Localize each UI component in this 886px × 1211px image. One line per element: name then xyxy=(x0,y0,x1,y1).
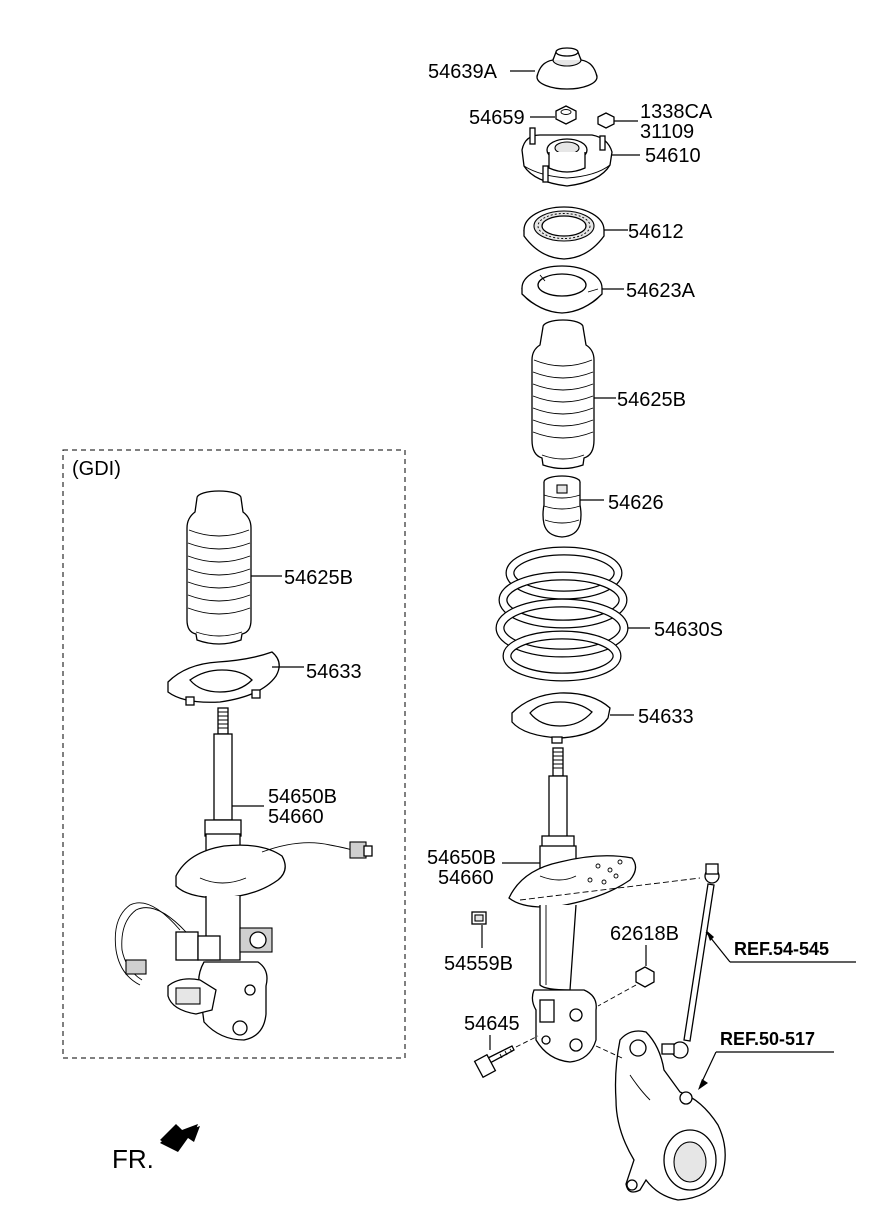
front-label: FR. xyxy=(112,1144,154,1174)
part-54625B-dust-cover xyxy=(531,319,595,470)
part-54623A-insulator xyxy=(521,265,603,314)
label-54626: 54626 xyxy=(608,492,664,514)
label-54630S: 54630S xyxy=(654,619,723,641)
gdi-part-54633-spring-pad xyxy=(167,651,280,706)
gdi-label-54650B: 54650B xyxy=(268,786,337,808)
label-54623A: 54623A xyxy=(626,280,696,302)
part-54610-strut-mount xyxy=(521,127,613,187)
gdi-label-54633: 54633 xyxy=(306,661,362,683)
label-62618B: 62618B xyxy=(610,923,679,945)
part-54659-nut xyxy=(555,105,577,125)
gdi-label-54625B: 54625B xyxy=(284,567,353,589)
label-54659: 54659 xyxy=(469,107,525,129)
label-54559B: 54559B xyxy=(444,953,513,975)
ref-54-545: REF.54-545 xyxy=(734,939,829,959)
label-54645: 54645 xyxy=(464,1013,520,1035)
gdi-part-54650B-strut xyxy=(114,707,373,1041)
label-54610: 54610 xyxy=(645,145,701,167)
part-54645-bolt xyxy=(473,1045,515,1079)
part-54630S-coil-spring xyxy=(495,546,629,682)
front-direction-arrow-icon xyxy=(160,1124,200,1152)
label-31109: 31109 xyxy=(640,121,694,143)
part-54559B-clip xyxy=(471,911,487,925)
label-54650B: 54650B xyxy=(427,847,496,869)
gdi-variant-box xyxy=(62,449,406,1059)
part-54633-spring-pad xyxy=(511,692,611,744)
part-54639A-cap xyxy=(536,47,598,90)
part-steering-knuckle xyxy=(614,1030,726,1201)
label-54625B: 54625B xyxy=(617,389,686,411)
part-54626-bumper xyxy=(542,475,582,538)
part-54612-bearing xyxy=(523,206,605,260)
gdi-part-54625B-dust-cover xyxy=(186,490,252,645)
label-1338CA: 1338CA xyxy=(640,101,713,123)
label-54633: 54633 xyxy=(638,706,694,728)
part-62618B-nut xyxy=(635,966,655,988)
part-stabilizer-link xyxy=(519,863,720,1059)
part-54650B-strut xyxy=(508,747,637,1063)
gdi-label-54660: 54660 xyxy=(268,806,324,828)
ref-50-517: REF.50-517 xyxy=(720,1029,815,1049)
label-54612: 54612 xyxy=(628,221,684,243)
gdi-label: (GDI) xyxy=(72,458,121,480)
part-1338CA-nut xyxy=(597,112,615,129)
label-54639A: 54639A xyxy=(428,61,498,83)
label-54660: 54660 xyxy=(438,867,494,889)
